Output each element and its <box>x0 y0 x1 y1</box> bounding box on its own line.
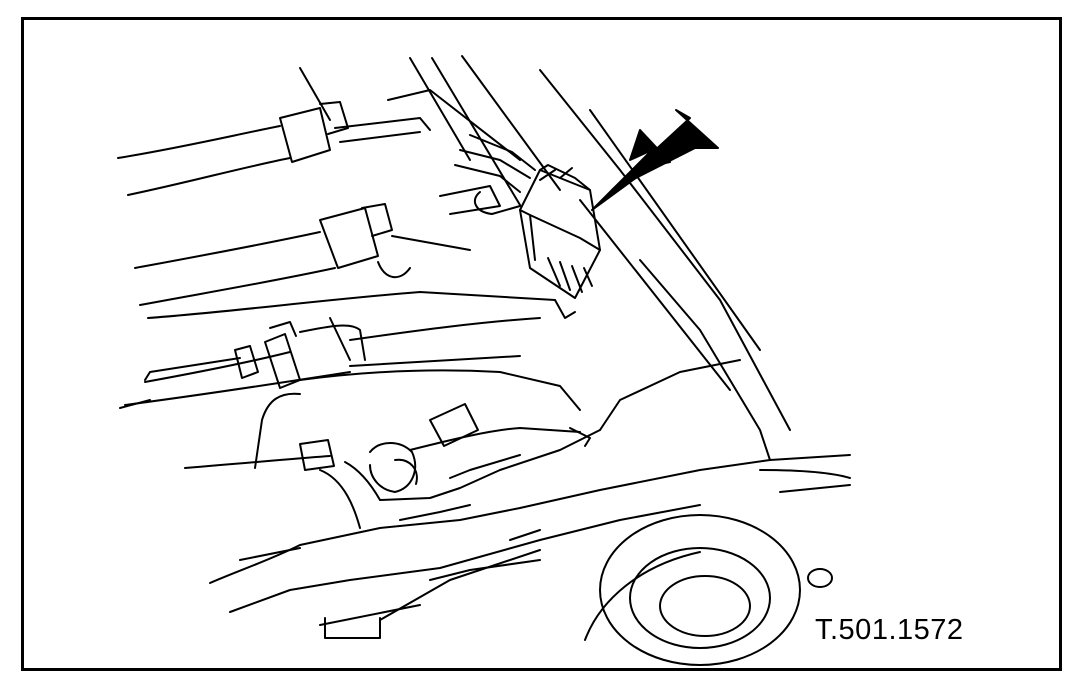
upper-hoses <box>117 101 471 306</box>
pointer-arrow <box>591 109 719 211</box>
wheel-arch-panel <box>209 454 851 666</box>
figure-reference-code: T.501.1572 <box>815 614 964 646</box>
connector-block <box>439 134 601 319</box>
body-panel-lines <box>299 55 791 461</box>
lower-assembly <box>184 359 741 529</box>
figure-frame <box>21 17 1062 671</box>
lower-hoses <box>119 291 581 411</box>
